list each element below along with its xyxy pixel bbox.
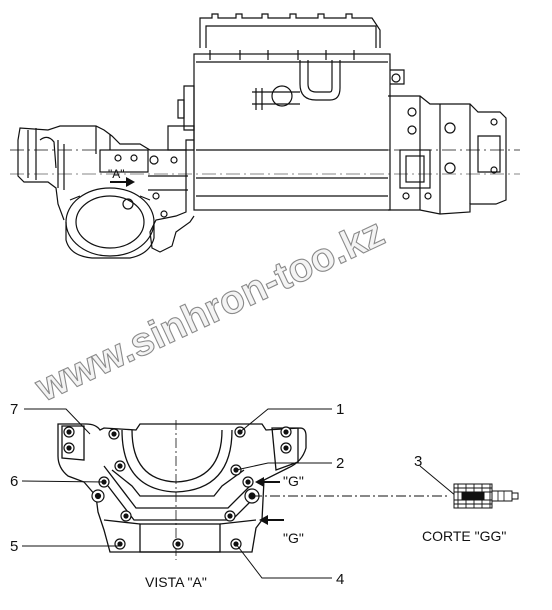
engine-block xyxy=(193,53,391,211)
callout-7: 7 xyxy=(10,401,18,418)
g-arrow-upper-label: "G" xyxy=(283,473,304,489)
valve-cover xyxy=(199,13,381,48)
callout-1: 1 xyxy=(336,401,344,418)
bracket-bolts xyxy=(63,426,292,550)
vista-a-caption: VISTA "A" xyxy=(145,574,207,590)
bolt-shank xyxy=(491,490,513,502)
view-a-arrow xyxy=(110,177,135,187)
bracket-outline xyxy=(57,423,307,553)
watermark: www.sinhron-too.kz xyxy=(28,210,391,410)
callout-6: 6 xyxy=(10,473,18,490)
callout-3: 3 xyxy=(414,453,422,470)
g-arrow-lower xyxy=(259,515,284,525)
bolt-section xyxy=(453,483,519,509)
callout-4: 4 xyxy=(336,571,344,588)
engine-assembly xyxy=(10,13,520,259)
callout-leaders xyxy=(21,408,457,579)
engine-mount-front xyxy=(65,187,155,259)
callout-5: 5 xyxy=(10,538,18,555)
view-a-label: "A" xyxy=(108,167,125,181)
g-arrow-upper xyxy=(255,477,280,487)
gearbox-housing xyxy=(388,95,507,215)
bracket-view xyxy=(57,420,307,560)
corte-gg-caption: CORTE "GG" xyxy=(422,528,506,544)
callout-2: 2 xyxy=(336,455,344,472)
intake-pipe xyxy=(299,60,341,101)
g-arrow-lower-label: "G" xyxy=(283,530,304,546)
flywheel-housing xyxy=(149,139,195,253)
